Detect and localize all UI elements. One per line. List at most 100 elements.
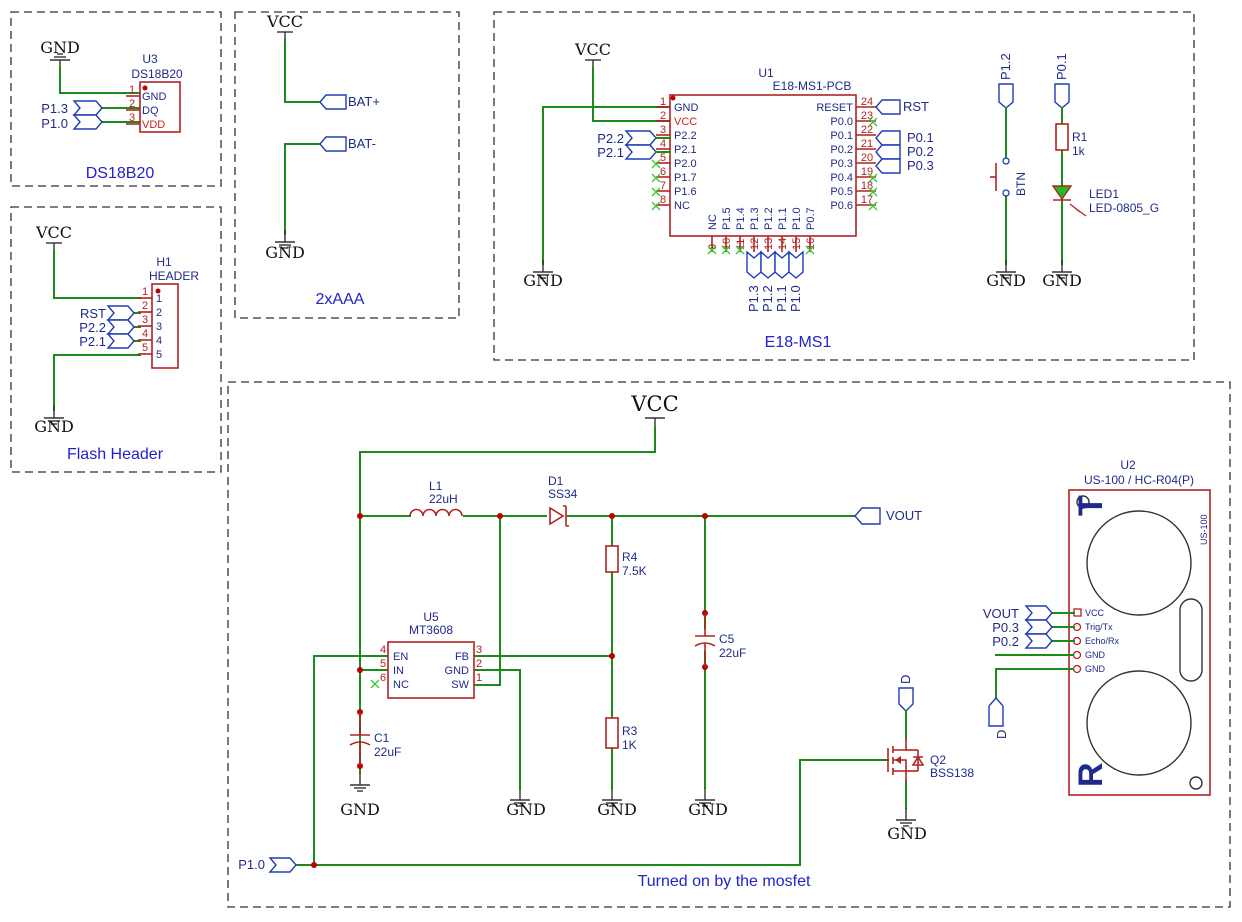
u1-pin-num: 3 — [660, 124, 666, 136]
d1-schottky[interactable]: D1 SS34 — [548, 474, 578, 527]
u1-bottom-pins: 9NC10P1.511P1.412P1.313P1.214P1.115P1.01… — [707, 207, 817, 255]
c1-capacitor[interactable]: C1 22uF — [349, 712, 401, 766]
svg-text:2: 2 — [156, 307, 162, 319]
netflag-p1-0-u3[interactable]: P1.0 — [41, 114, 103, 131]
u1-pin-num: 9 — [707, 244, 719, 250]
netflag-p0-3-u2[interactable]: P0.3 — [992, 619, 1053, 635]
wire-u3-signals — [99, 107, 141, 123]
ds18b20-frame — [10, 11, 222, 187]
svg-text:EN: EN — [393, 651, 408, 663]
l1-inductor[interactable]: L1 22uH — [409, 479, 463, 517]
svg-text:GND: GND — [445, 665, 470, 677]
svg-text:P1.1: P1.1 — [774, 285, 789, 312]
netflag-rst-h1[interactable]: RST — [80, 305, 135, 321]
d1-value: SS34 — [548, 487, 578, 501]
u3-pin3-name: VDD — [142, 119, 165, 131]
u3-value: DS18B20 — [131, 67, 183, 81]
netflag-p0-3-u1[interactable]: P0.3 — [875, 158, 934, 174]
svg-text:P0.3: P0.3 — [992, 620, 1019, 635]
svg-text:P2.1: P2.1 — [79, 334, 106, 349]
u1-pin-name: P1.6 — [674, 186, 697, 198]
svg-text:P0.1: P0.1 — [1054, 53, 1069, 80]
netflag-p2-2-u1[interactable]: P2.2 — [597, 130, 657, 146]
h1-ref: H1 — [156, 255, 172, 269]
r4-ref: R4 — [622, 550, 638, 564]
u3-pin3-num: 3 — [129, 112, 135, 124]
svg-text:Echo/Rx: Echo/Rx — [1085, 636, 1120, 646]
netflag-p1-0-enable[interactable]: P1.0 — [238, 857, 297, 873]
gnd-label: GND — [40, 38, 80, 57]
svg-text:GND: GND — [1085, 664, 1106, 674]
r1-resistor[interactable]: R1 1k — [1055, 123, 1088, 158]
u1-pin-num: 11 — [735, 239, 747, 250]
netflag-rst-u1[interactable]: RST — [875, 99, 929, 115]
u3-ds18b20[interactable]: U3 DS18B20 1 2 3 GND DQ VDD — [126, 52, 183, 133]
battery-frame — [234, 11, 460, 319]
wire-u5-gnd — [473, 669, 521, 789]
flash-section-title: Flash Header — [67, 446, 164, 463]
wire-u1-vcc — [592, 67, 671, 122]
section-ds18b20: DS18B20 GND U3 DS18B20 1 2 3 GND DQ VDD … — [10, 11, 222, 187]
wire-u1-p2 — [655, 137, 671, 153]
netflag-p0-2-u2[interactable]: P0.2 — [992, 633, 1053, 649]
u1-pin-num: 20 — [861, 152, 873, 164]
r3-resistor[interactable]: R3 1K — [605, 717, 638, 752]
u1-pin-name: VCC — [674, 116, 697, 128]
section-battery: 2xAAA VCC GND BAT+ BAT- — [234, 11, 460, 319]
u1-pin-name: P0.3 — [830, 158, 853, 170]
q2-mosfet[interactable]: Q2 BSS138 — [887, 738, 974, 782]
netflag-p0-1-r1[interactable]: P0.1 — [1054, 53, 1070, 109]
wire-u1-gnd — [542, 106, 671, 265]
netflag-p0-1-u1[interactable]: P0.1 — [875, 130, 934, 146]
netflags-u1-bottom[interactable]: P1.3 P1.2 P1.1 P1.0 — [746, 250, 804, 312]
netflag-vout[interactable]: VOUT — [854, 507, 922, 525]
netflag-d-u2[interactable]: D — [988, 696, 1009, 739]
gnd-led: GND — [1042, 259, 1082, 290]
svg-text:VCC: VCC — [574, 40, 611, 59]
u1-pin-num: 13 — [763, 238, 775, 250]
netflag-d-q2[interactable]: D — [898, 675, 914, 712]
svg-text:NC: NC — [393, 679, 409, 691]
wire-vcc-rail — [359, 427, 656, 774]
u1-ref: U1 — [758, 66, 774, 80]
gnd-c1: GND — [340, 772, 380, 819]
btn-switch[interactable]: BTN — [990, 157, 1028, 197]
svg-text:P1.2: P1.2 — [760, 285, 775, 312]
led1-diode[interactable]: LED1 LED-0805_G — [1051, 185, 1159, 217]
netflag-vout-u2[interactable]: VOUT — [983, 605, 1053, 621]
u3-pin2-name: DQ — [142, 105, 159, 117]
svg-text:VCC: VCC — [35, 223, 72, 242]
svg-text:1: 1 — [156, 293, 162, 305]
l1-value: 22uH — [429, 492, 458, 506]
svg-text:P1.0: P1.0 — [788, 285, 803, 312]
gnd-btn: GND — [986, 259, 1026, 290]
u1-pin-name: P1.0 — [791, 207, 803, 230]
svg-text:P0.3: P0.3 — [907, 158, 934, 173]
netflag-bat-minus[interactable]: BAT- — [319, 136, 376, 152]
c5-capacitor[interactable]: C5 22uF — [694, 613, 746, 667]
netflag-bat-plus[interactable]: BAT+ — [319, 94, 380, 110]
wire-h1-signals — [133, 312, 141, 342]
netflag-p2-1-h1[interactable]: P2.1 — [79, 333, 135, 349]
u5-ref: U5 — [423, 610, 439, 624]
u1-pin-name: P1.3 — [749, 207, 761, 230]
netflag-p2-1-u1[interactable]: P2.1 — [597, 144, 657, 160]
h1-header[interactable]: H1 HEADER 1 2 3 4 5 1 2 3 4 5 — [138, 255, 199, 369]
u1-pin-num: 15 — [791, 238, 803, 250]
u1-pin-num: 22 — [861, 124, 873, 136]
r4-resistor[interactable]: R4 7.5K — [605, 545, 647, 578]
svg-text:6: 6 — [380, 672, 386, 684]
u2-value: US-100 / HC-R04(P) — [1084, 473, 1194, 487]
netflag-p0-2-u1[interactable]: P0.2 — [875, 144, 934, 160]
u2-ultrasonic[interactable]: U2 US-100 / HC-R04(P) US-100 T R VCC Tri… — [1068, 458, 1211, 796]
u1-pin-name: P1.1 — [777, 207, 789, 230]
u5-mt3608[interactable]: U5 MT3608 4 5 6 EN IN NC 3 2 1 FB GND SW — [370, 610, 482, 699]
netflag-p1-3-u3[interactable]: P1.3 — [41, 100, 103, 116]
netflag-p1-2-btn[interactable]: P1.2 — [998, 53, 1014, 109]
svg-text:RST: RST — [80, 306, 106, 321]
u1-value: E18-MS1-PCB — [773, 79, 852, 93]
gnd-q2: GND — [887, 807, 927, 843]
netflag-p2-2-h1[interactable]: P2.2 — [79, 319, 135, 335]
